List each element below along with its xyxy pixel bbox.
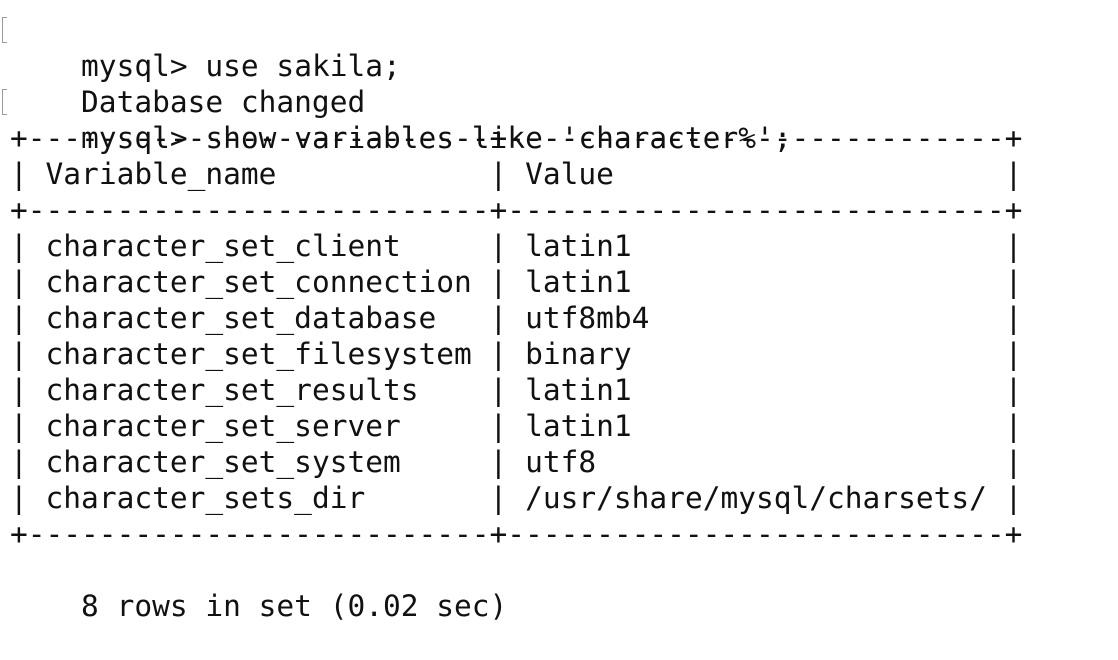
output-text: Database changed — [81, 85, 366, 119]
prompt-line: mysql> show variables like 'character%'; — [2, 84, 1022, 155]
column-separator: | — [10, 337, 46, 371]
table-row: | character_sets_dir | /usr/share/mysql/… — [10, 480, 1022, 516]
table-cell: character_set_connection — [45, 265, 472, 299]
column-separator: | — [631, 373, 1023, 407]
table-cell: character_sets_dir — [45, 481, 366, 515]
table-cell: latin1 — [525, 229, 632, 263]
column-separator: | — [365, 481, 526, 515]
column-separator: | — [596, 445, 1023, 479]
column-separator: | — [400, 409, 526, 443]
column-separator: | — [10, 229, 46, 263]
table-cell: character_set_server — [45, 409, 401, 443]
column-separator: | — [471, 337, 526, 371]
table-border: +--------------------------+------------… — [10, 121, 1023, 155]
prompt-text: mysql> — [81, 49, 188, 83]
table-cell: utf8mb4 — [525, 301, 650, 335]
result-table: +--------------------------+------------… — [10, 120, 1022, 552]
column-separator: | — [471, 265, 526, 299]
column-separator: | — [436, 301, 526, 335]
command-text: use sakila; — [205, 49, 401, 83]
table-cell: character_set_filesystem — [45, 337, 472, 371]
table-row: | character_set_results | latin1 | — [10, 372, 1022, 408]
header-cell: Variable_name — [45, 157, 277, 191]
table-cell: character_set_client — [45, 229, 401, 263]
column-separator: | — [10, 373, 46, 407]
terminal-output[interactable]: mysql> use sakila; Database changed mysq… — [2, 12, 1022, 623]
column-separator: | — [10, 445, 46, 479]
table-cell: latin1 — [525, 409, 632, 443]
prompt-text: mysql> — [81, 121, 188, 155]
column-separator: | — [10, 157, 46, 191]
result-summary: 8 rows in set (0.02 sec) — [10, 552, 1022, 623]
column-separator: | — [400, 229, 526, 263]
column-separator: | — [631, 265, 1023, 299]
table-row: | character_set_database | utf8mb4 | — [10, 300, 1022, 336]
line-marker — [2, 17, 7, 43]
table-cell: /usr/share/mysql/charsets/ — [525, 481, 987, 515]
summary-text: 8 rows in set (0.02 sec) — [81, 589, 508, 623]
header-cell: Value — [525, 157, 614, 191]
column-separator: | — [10, 409, 46, 443]
table-row: | character_set_system | utf8 | — [10, 444, 1022, 480]
table-header-row: | Variable_name | Value | — [10, 156, 1022, 192]
table-row: | character_set_client | latin1 | — [10, 228, 1022, 264]
output-line: Database changed — [10, 48, 1022, 119]
column-separator: | — [10, 301, 46, 335]
table-border: +--------------------------+------------… — [10, 193, 1023, 227]
table-cell: latin1 — [525, 265, 632, 299]
column-separator: | — [400, 445, 526, 479]
column-separator: | — [613, 157, 1023, 191]
table-cell: character_set_results — [45, 373, 419, 407]
column-separator: | — [10, 481, 46, 515]
prompt-line: mysql> use sakila; — [2, 12, 1022, 83]
table-row: | character_set_filesystem | binary | — [10, 336, 1022, 372]
column-separator: | — [631, 337, 1023, 371]
column-separator: | — [10, 265, 46, 299]
command-text: show variables like 'character%'; — [205, 121, 792, 155]
column-separator: | — [986, 481, 1023, 515]
table-cell: utf8 — [525, 445, 597, 479]
column-separator: | — [418, 373, 526, 407]
table-cell: character_set_database — [45, 301, 437, 335]
line-marker — [2, 89, 7, 115]
column-separator: | — [631, 409, 1023, 443]
table-cell: latin1 — [525, 373, 632, 407]
column-separator: | — [276, 157, 526, 191]
table-cell: binary — [525, 337, 632, 371]
column-separator: | — [631, 229, 1023, 263]
table-border: +--------------------------+------------… — [10, 517, 1023, 551]
column-separator: | — [649, 301, 1023, 335]
table-cell: character_set_system — [45, 445, 401, 479]
table-row: | character_set_server | latin1 | — [10, 408, 1022, 444]
table-row: | character_set_connection | latin1 | — [10, 264, 1022, 300]
